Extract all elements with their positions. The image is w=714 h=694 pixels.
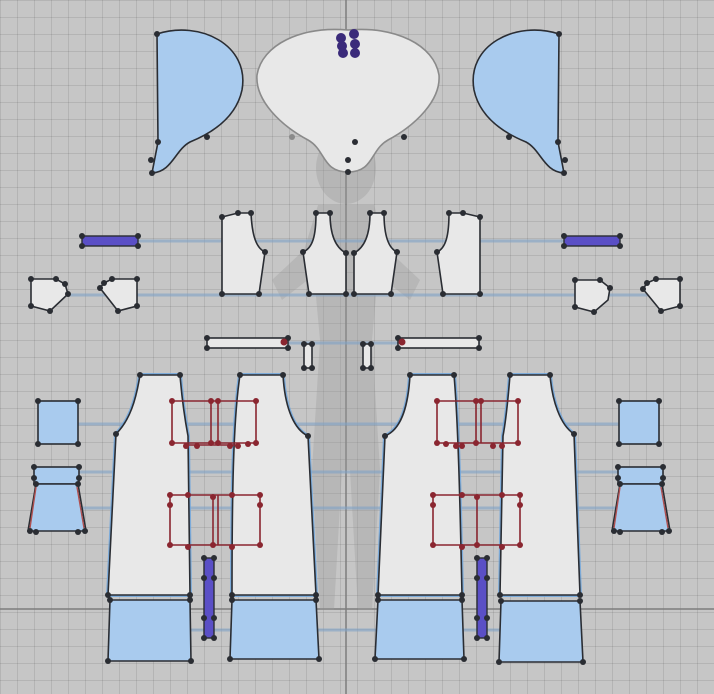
loop-piece-right[interactable] [360, 341, 374, 371]
cuff-piece-1[interactable] [28, 276, 71, 314]
pocket-right-lower[interactable] [430, 492, 523, 550]
cuff-piece-3[interactable] [572, 277, 613, 315]
sleeve-cuff-right[interactable] [611, 464, 672, 535]
loop-piece-left[interactable] [301, 341, 315, 371]
body-panel-4[interactable] [497, 372, 583, 598]
hood-piece-left[interactable] [148, 29, 244, 176]
pocket-left-lower[interactable] [167, 492, 263, 550]
strap-right[interactable] [561, 233, 623, 249]
hem-piece-1[interactable] [105, 597, 194, 664]
sleeve-block-right-top[interactable] [616, 398, 662, 447]
hood-piece-center[interactable] [256, 28, 440, 175]
vertical-strap-right[interactable] [474, 555, 490, 641]
hood-piece-right[interactable] [472, 29, 568, 176]
strap-left[interactable] [79, 233, 141, 249]
pocket-right-upper[interactable] [434, 398, 521, 449]
hem-piece-3[interactable] [372, 597, 467, 662]
sleeve-cuff-left[interactable] [27, 464, 88, 535]
yoke-piece-1[interactable] [219, 210, 268, 297]
cuff-piece-2[interactable] [97, 276, 140, 314]
hem-piece-2[interactable] [227, 597, 322, 662]
collar-strip-right[interactable] [395, 335, 482, 351]
yoke-piece-2[interactable] [300, 210, 349, 297]
cuff-piece-4[interactable] [640, 276, 683, 314]
yoke-piece-3[interactable] [351, 210, 400, 297]
pocket-left-upper[interactable] [169, 398, 259, 449]
sleeve-block-left-top[interactable] [35, 398, 81, 447]
vertical-strap-left[interactable] [201, 555, 217, 641]
yoke-piece-4[interactable] [434, 210, 483, 297]
body-panel-1[interactable] [105, 372, 193, 598]
hem-piece-4[interactable] [496, 598, 586, 665]
collar-strip-left[interactable] [204, 335, 291, 351]
body-panel-2[interactable] [229, 372, 319, 598]
body-panel-3[interactable] [375, 372, 465, 598]
